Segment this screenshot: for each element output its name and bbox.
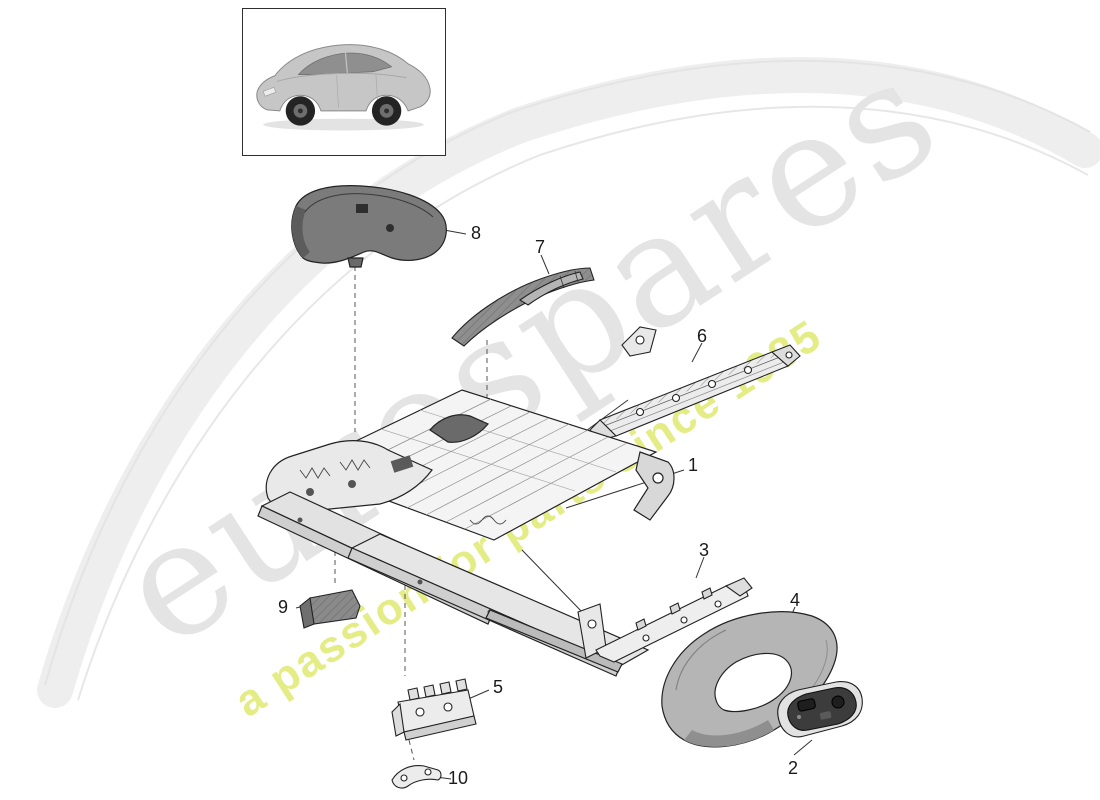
callout-9[interactable]: 9 [278, 597, 289, 617]
vehicle-thumbnail[interactable] [242, 8, 446, 156]
callout-10[interactable]: 10 [448, 768, 469, 788]
callout-1[interactable]: 1 [688, 455, 699, 475]
part-6-rail-drawing[interactable] [589, 326, 801, 441]
callout-8[interactable]: 8 [471, 223, 482, 243]
callout-3[interactable]: 3 [699, 540, 710, 560]
part-7-trim-strip-drawing[interactable] [451, 267, 595, 347]
callout-7[interactable]: 7 [535, 237, 546, 257]
callout-5[interactable]: 5 [493, 677, 504, 697]
part-3-bracket-drawing[interactable] [577, 577, 753, 663]
porsche-panamera-illustration [256, 44, 431, 131]
part-8-side-cover-drawing[interactable] [291, 185, 447, 268]
part-10-bracket-drawing[interactable] [391, 765, 442, 789]
part-1-seat-frame-drawing[interactable] [257, 389, 675, 677]
callout-6[interactable]: 6 [697, 326, 708, 346]
part-9-spacer-drawing[interactable] [299, 589, 361, 629]
callout-4[interactable]: 4 [790, 590, 801, 610]
callout-2[interactable]: 2 [788, 758, 799, 778]
part-5-bracket-drawing[interactable] [391, 678, 477, 741]
part-2-switch-drawing[interactable] [777, 681, 863, 738]
